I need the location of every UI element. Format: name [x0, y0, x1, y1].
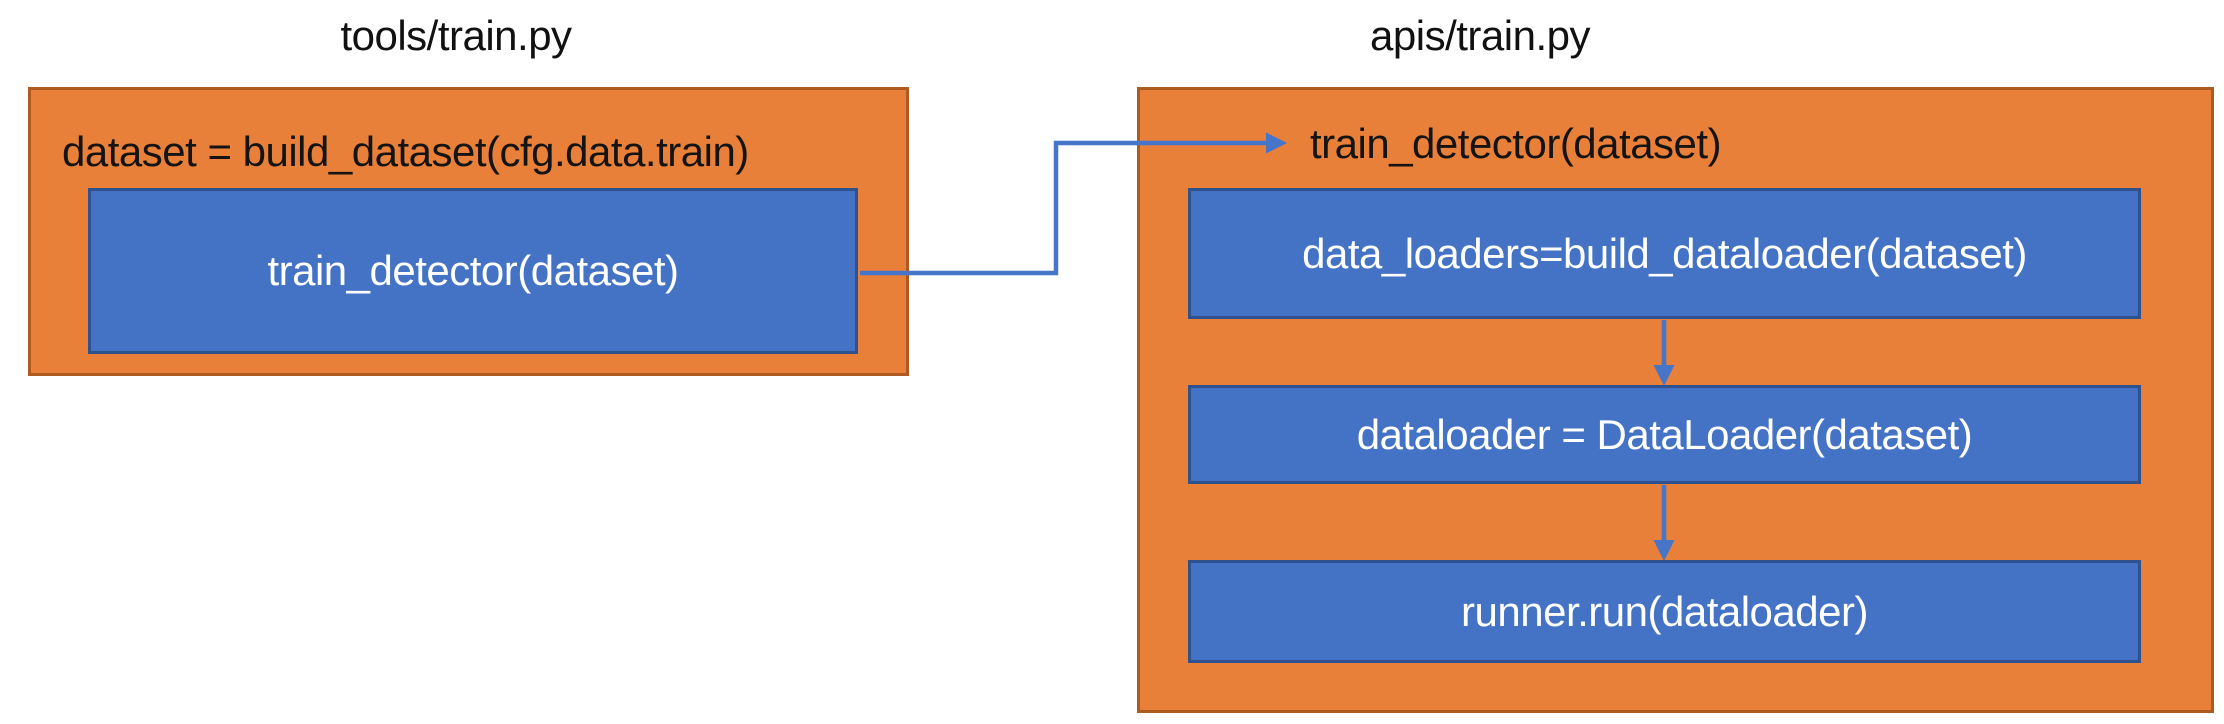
- train-detector-entry-label: train_detector(dataset): [1310, 120, 1722, 167]
- file-title-apis-train-py: apis/train.py: [1370, 12, 1590, 59]
- step-label-dataloader: dataloader = DataLoader(dataset): [1356, 410, 1973, 458]
- build-dataset-statement: dataset = build_dataset(cfg.data.train): [62, 128, 749, 175]
- step-box-runner-run: runner.run(dataloader): [1188, 560, 2141, 663]
- step-box-dataloader: dataloader = DataLoader(dataset): [1188, 385, 2141, 484]
- step-label-build-dataloader: data_loaders=build_dataloader(dataset): [1302, 229, 2027, 277]
- step-label-runner-run: runner.run(dataloader): [1461, 587, 1868, 635]
- step-box-build-dataloader: data_loaders=build_dataloader(dataset): [1188, 188, 2141, 319]
- file-title-tools-train-py: tools/train.py: [340, 12, 572, 59]
- train-detector-call-label: train_detector(dataset): [267, 247, 679, 294]
- train-detector-call-box: train_detector(dataset): [88, 188, 858, 354]
